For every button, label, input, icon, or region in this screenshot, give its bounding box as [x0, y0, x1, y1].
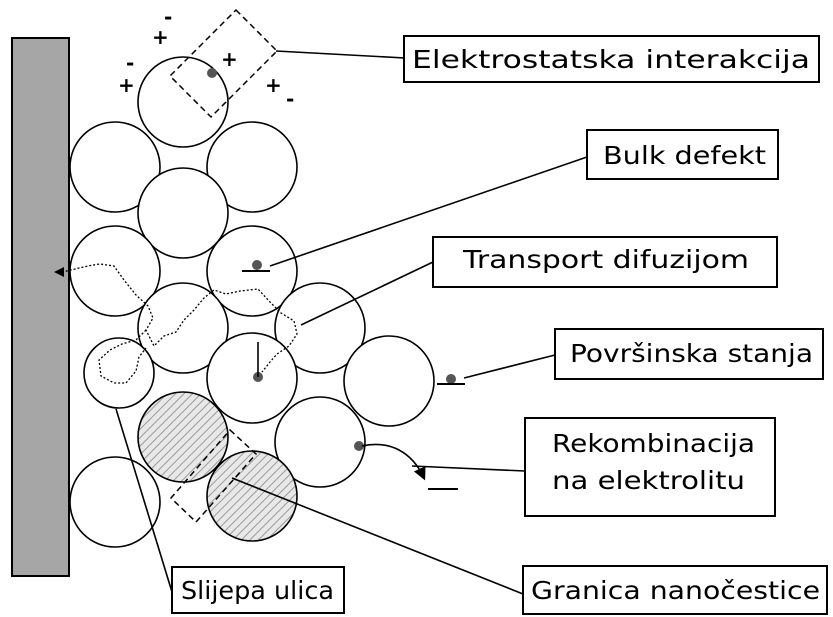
leader-line	[463, 354, 556, 379]
minus-sign: -	[286, 87, 294, 111]
arrow-to-electrode	[54, 267, 64, 277]
nanoparticle	[137, 282, 229, 374]
label-box	[403, 35, 820, 83]
nanoparticle	[69, 121, 161, 213]
recombination-arrow	[361, 443, 426, 481]
label-transport: Transport difuzijom	[462, 245, 749, 274]
label-slijepa: Slijepa ulica	[181, 576, 334, 605]
leader-line	[275, 50, 406, 59]
electron-dot	[207, 68, 217, 78]
nanoparticle	[137, 56, 229, 148]
recombination-dot	[354, 441, 364, 451]
nanoparticle	[274, 396, 366, 488]
label-box	[524, 417, 776, 517]
electrostatic-interaction-region	[168, 8, 279, 119]
label-rekombinacija-line2: na elektrolitu	[552, 466, 745, 495]
minus-sign: -	[126, 51, 134, 75]
leader-line	[231, 477, 524, 595]
particle-boundary-region	[169, 428, 258, 524]
leader-line	[269, 156, 588, 267]
nanoparticle	[206, 332, 298, 424]
label-granica: Granica nanočestice	[531, 576, 820, 605]
label-box	[171, 566, 345, 614]
plus-sign: +	[118, 73, 135, 97]
nanoparticle	[206, 121, 298, 213]
diffusion-path	[61, 263, 298, 384]
plus-sign: +	[265, 73, 282, 97]
bulk-defect-dot	[252, 260, 262, 270]
surface-state-dot	[446, 374, 456, 384]
label-povrsinska: Površinska stanja	[570, 339, 813, 368]
label-box	[522, 565, 828, 615]
nanoparticle	[69, 456, 161, 548]
plus-sign: +	[221, 47, 238, 71]
electrode	[11, 37, 70, 577]
leader-line	[115, 408, 173, 593]
leader-line	[411, 465, 526, 472]
label-box	[432, 236, 778, 288]
minus-sign: -	[164, 5, 172, 29]
plus-sign: +	[152, 25, 169, 49]
leader-line	[300, 261, 434, 326]
nanoparticle	[343, 335, 435, 427]
nanoparticle-hatched	[137, 391, 229, 483]
nanoparticle	[137, 167, 229, 259]
label-box	[554, 328, 824, 380]
nanoparticle-hatched	[206, 450, 298, 542]
nanoparticle	[69, 225, 161, 317]
label-elektrostatska: Elektrostatska interakcija	[412, 45, 810, 74]
label-box	[586, 129, 779, 180]
nanoparticle-dead-end	[83, 337, 155, 409]
label-rekombinacija-line1: Rekombinacija	[552, 429, 755, 458]
label-bulk: Bulk defekt	[603, 141, 766, 170]
